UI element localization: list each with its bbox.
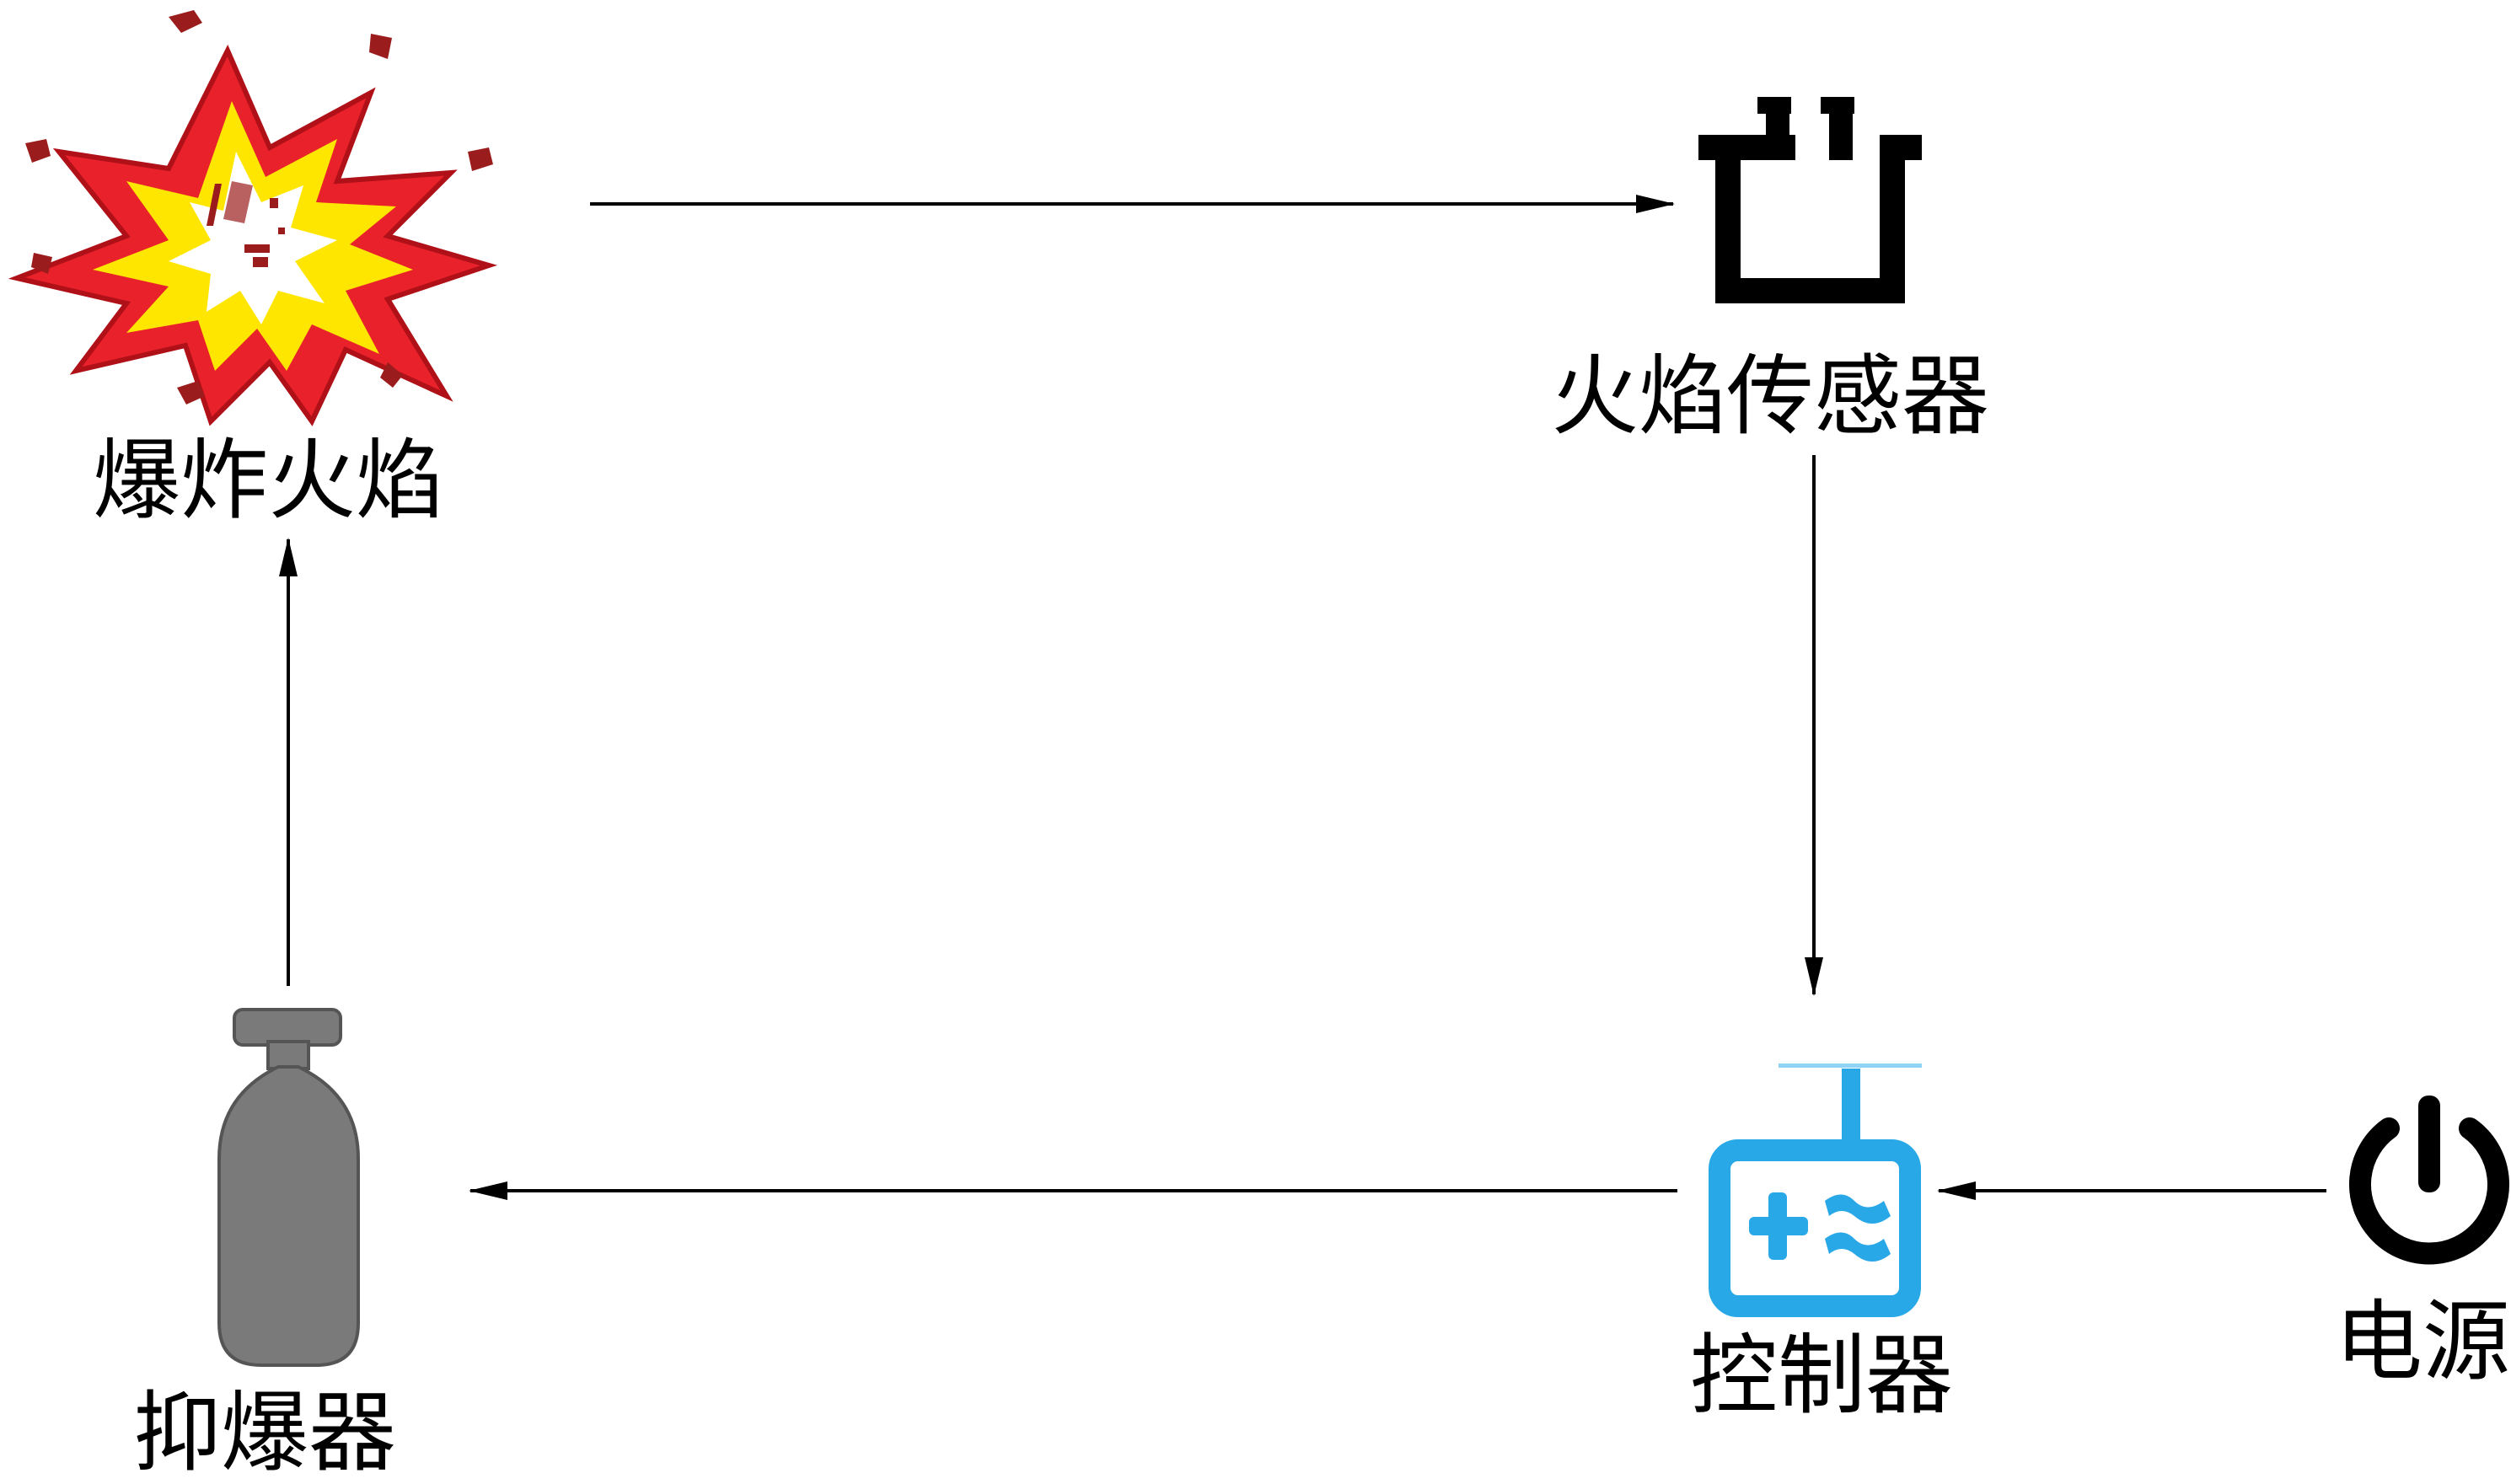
gas-cylinder-icon: [219, 1010, 358, 1365]
controller-icon: [1720, 1063, 1922, 1306]
controller-label: 控制器: [1690, 1331, 1953, 1419]
power-label: 电源: [2335, 1298, 2510, 1385]
power-icon: [2360, 1096, 2498, 1253]
flame-sensor-label: 火焰传感器: [1551, 352, 1989, 440]
flame-sensor-icon: [1698, 97, 1922, 303]
explosion-label: 爆炸火焰: [93, 437, 443, 524]
edges: [288, 204, 2326, 1191]
suppressor-label: 抑爆器: [133, 1389, 396, 1476]
explosion-icon: [17, 10, 493, 421]
